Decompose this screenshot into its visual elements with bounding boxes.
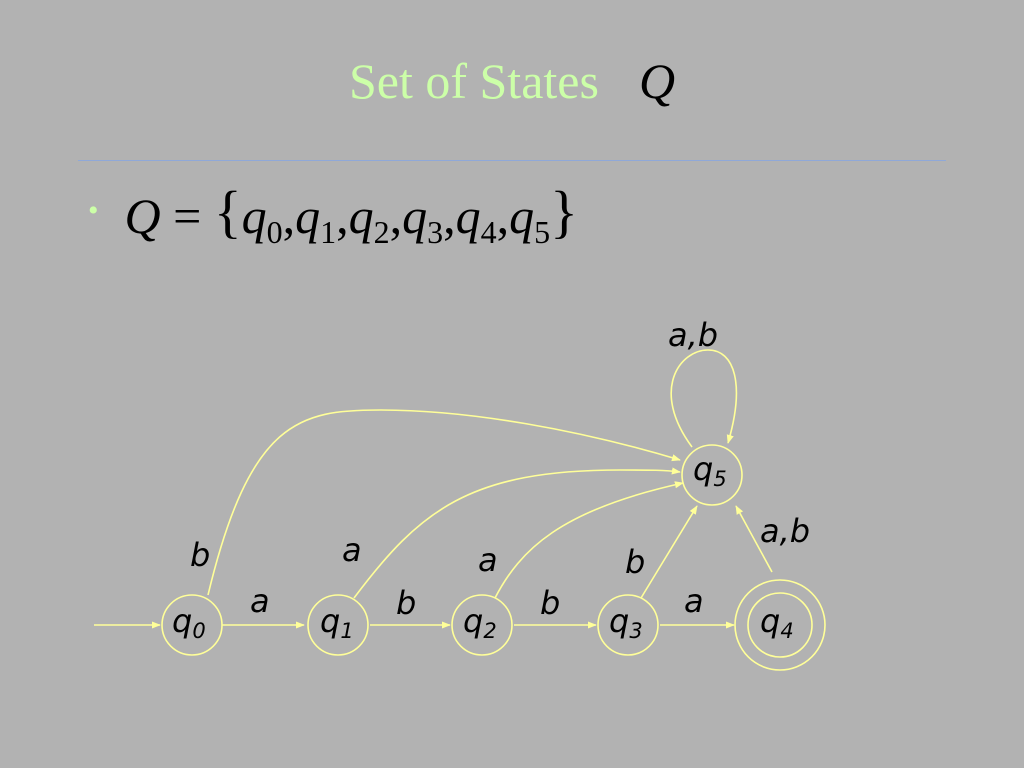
slide-title-variable: Q — [638, 53, 676, 109]
set-equation: Q = {q0,q1,q2,q3,q4,q5} — [124, 178, 579, 250]
edge-q0-q5 — [207, 409, 681, 596]
set-member-1-index: 1 — [320, 213, 337, 250]
edge-q2-q5 — [494, 481, 684, 599]
title-divider — [78, 160, 946, 161]
set-member-2-base: q — [348, 187, 374, 244]
edge-q0-q5-label: b — [190, 536, 210, 574]
set-member-5-index: 5 — [534, 213, 551, 250]
state-q5-label: q5 — [693, 450, 727, 491]
set-member-4-index: 4 — [480, 213, 497, 250]
edge-q4-q5 — [735, 505, 773, 573]
edge-q2-q3-label: b — [540, 584, 560, 622]
set-member-2-index: 2 — [373, 213, 390, 250]
set-member-3-index: 3 — [427, 213, 444, 250]
edge-q5-loop-label: a,b — [668, 316, 718, 354]
set-member-0-base: q — [241, 187, 267, 244]
state-q0 — [161, 594, 223, 656]
edge-q3-q5-label: b — [625, 543, 645, 581]
edge-q1-q5-label: a — [342, 531, 362, 569]
right-brace: } — [550, 178, 579, 244]
set-member-3-base: q — [402, 187, 428, 244]
state-q0-label: q0 — [172, 602, 206, 643]
edge-q1-q2-label: b — [396, 584, 416, 622]
state-q3-label: q3 — [609, 602, 643, 643]
state-q5 — [681, 444, 743, 506]
state-q1-label: q1 — [320, 602, 354, 643]
state-q2-label: q2 — [463, 602, 497, 643]
state-q1 — [307, 594, 369, 656]
state-q4-inner — [747, 592, 813, 658]
slide-title-text: Set of States — [348, 53, 599, 109]
bullet-item: • Q = {q0,q1,q2,q3,q4,q5} — [88, 178, 579, 250]
state-q2 — [451, 594, 513, 656]
left-brace: { — [213, 178, 242, 244]
edge-q3-q5 — [640, 505, 698, 599]
edge-q0-q1-label: a — [250, 582, 270, 620]
set-member-1-base: q — [295, 187, 321, 244]
state-q4-label: q4 — [760, 602, 794, 643]
edge-q2-q5-label: a — [478, 541, 498, 579]
edge-q4-q5-label: a,b — [760, 512, 810, 550]
set-member-0-index: 0 — [266, 213, 283, 250]
edge-q1-q5 — [353, 467, 681, 599]
equation-equals: = — [173, 187, 202, 244]
set-member-4-base: q — [455, 187, 481, 244]
state-q3 — [597, 594, 659, 656]
set-member-5-base: q — [509, 187, 535, 244]
edge-q5-loop — [670, 349, 738, 448]
equation-lhs: Q — [124, 187, 161, 244]
state-q4-outer — [734, 579, 826, 671]
slide-title: Set of States Q — [0, 56, 1024, 106]
bullet-dot-icon: • — [88, 194, 99, 227]
edge-q3-q4-label: a — [684, 582, 704, 620]
